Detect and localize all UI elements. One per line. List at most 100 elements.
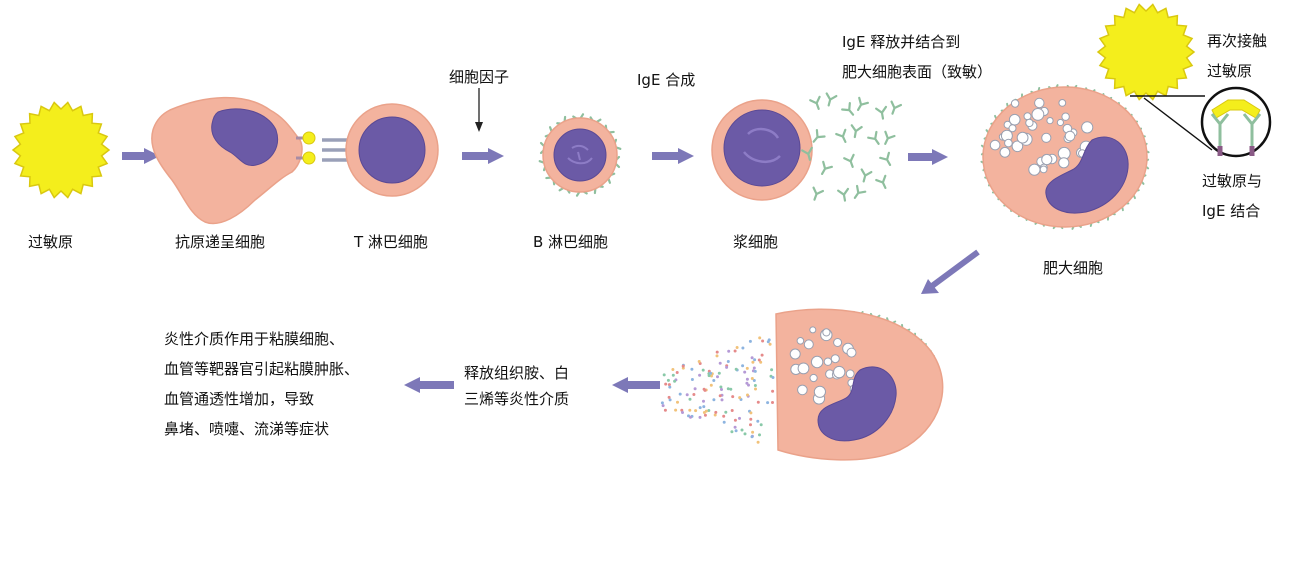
- granule: [1056, 118, 1065, 127]
- label-b-cell: B 淋巴细胞: [533, 233, 609, 251]
- label-re-contact-line-2: 过敏原: [1207, 62, 1253, 80]
- mediator-dot: [688, 397, 692, 401]
- label-mediator-release: 释放组织胺、白 三烯等炎性介质: [464, 360, 569, 412]
- mediator-dot: [716, 375, 719, 379]
- arrow-ige-to-mastcell: [908, 149, 948, 165]
- granule: [989, 139, 1001, 151]
- mediator-dot: [747, 383, 750, 387]
- mediator-dot: [712, 379, 716, 382]
- mediator-dot: [766, 340, 770, 344]
- granule: [810, 355, 824, 369]
- granule: [1041, 132, 1052, 143]
- mediator-dot: [746, 393, 749, 397]
- mast-cell-degranulating: [775, 308, 943, 461]
- mediator-dot: [661, 404, 665, 408]
- mediator-dot: [681, 364, 685, 368]
- free-ige-antibody: [841, 101, 859, 120]
- label-allergen: 过敏原: [28, 233, 74, 251]
- mediator-dot: [720, 398, 724, 402]
- mediator-dot: [689, 415, 692, 419]
- label-ige-release-line-2: 肥大细胞表面（致敏）: [842, 63, 993, 81]
- mediator-dot: [745, 377, 749, 381]
- granule: [1004, 138, 1013, 148]
- mediator-dot: [733, 349, 737, 353]
- label-ige-release-line-1: IgE 释放并结合到: [842, 33, 961, 51]
- mediator-dot: [753, 358, 757, 362]
- allergen-re-contact: [1096, 3, 1196, 101]
- mediator-dot: [735, 346, 739, 349]
- t-cell: [322, 103, 439, 197]
- mediator-dot: [698, 406, 702, 410]
- mediator-dot: [718, 394, 722, 398]
- mediator-dot: [712, 398, 716, 402]
- mediator-dot: [749, 423, 752, 427]
- mediator-dot: [751, 360, 755, 364]
- mediator-dot: [698, 415, 702, 419]
- cytokine-arrow: [475, 88, 483, 132]
- mediator-dot: [719, 385, 723, 389]
- label-mast-cell: 肥大细胞: [1043, 259, 1104, 277]
- granule: [999, 146, 1011, 158]
- mediator-dot: [666, 378, 670, 382]
- granule: [833, 338, 843, 347]
- granule: [1041, 153, 1053, 166]
- mediator-dot: [750, 435, 754, 439]
- mediator-dot: [717, 371, 721, 375]
- mediator-dot: [664, 382, 668, 386]
- mediator-dot: [671, 373, 675, 377]
- mediator-dot: [690, 378, 694, 381]
- mediator-dot: [715, 350, 719, 354]
- mediator-dot: [690, 367, 694, 371]
- granule: [797, 384, 808, 396]
- free-ige-antibody: [843, 153, 859, 170]
- mediator-dot: [662, 373, 666, 377]
- mediator-dot: [754, 387, 757, 391]
- mediator-dot: [745, 366, 749, 370]
- granule: [809, 373, 818, 383]
- mediator-dot: [671, 368, 675, 371]
- mediator-dot: [749, 417, 753, 421]
- mediator-dot: [756, 440, 760, 444]
- free-ige-antibody: [837, 187, 852, 203]
- granule: [846, 347, 857, 358]
- allergen-particle: [11, 101, 111, 199]
- mediator-dot: [733, 425, 737, 429]
- label-re-contact: 再次接触 过敏原: [1207, 26, 1267, 86]
- mediator-dot: [734, 429, 738, 433]
- mediator-dot: [722, 420, 726, 424]
- mediator-dot: [730, 409, 734, 412]
- mediator-dot: [741, 346, 745, 350]
- label-binding-line-1: 过敏原与: [1202, 172, 1263, 190]
- granule: [823, 357, 833, 366]
- label-ige-release: IgE 释放并结合到 肥大细胞表面（致敏）: [842, 27, 992, 87]
- mediator-dot: [757, 358, 761, 362]
- mediator-dot: [759, 423, 763, 427]
- free-ige-antibody: [867, 130, 884, 148]
- b-cell: [538, 113, 622, 197]
- mediator-dot: [722, 414, 726, 418]
- mediator-dot: [753, 384, 757, 387]
- mediator-dot: [707, 374, 711, 378]
- mediator-dot: [676, 400, 679, 404]
- released-mediators: [660, 336, 775, 444]
- mediator-dot: [741, 364, 745, 368]
- granule: [1031, 108, 1045, 121]
- granule: [1016, 131, 1029, 144]
- granule: [789, 348, 801, 360]
- apc-cell: [151, 96, 316, 225]
- mediator-dot: [771, 389, 775, 393]
- mediator-dot: [726, 360, 730, 363]
- label-effects-line-1: 炎性介质作用于粘膜细胞、: [164, 330, 345, 348]
- mediator-dot: [715, 354, 719, 358]
- mediator-dot: [758, 433, 761, 437]
- granule: [1028, 163, 1041, 176]
- mediator-dot: [692, 393, 696, 396]
- label-binding-line-2: IgE 结合: [1202, 202, 1261, 220]
- mediator-dot: [702, 399, 705, 403]
- mediator-dot: [709, 383, 713, 387]
- binding-zoom-inset: [1130, 86, 1272, 158]
- mediator-dot: [753, 369, 757, 373]
- mediator-dot: [713, 413, 717, 417]
- granule: [797, 362, 810, 375]
- mediator-dot: [771, 376, 775, 379]
